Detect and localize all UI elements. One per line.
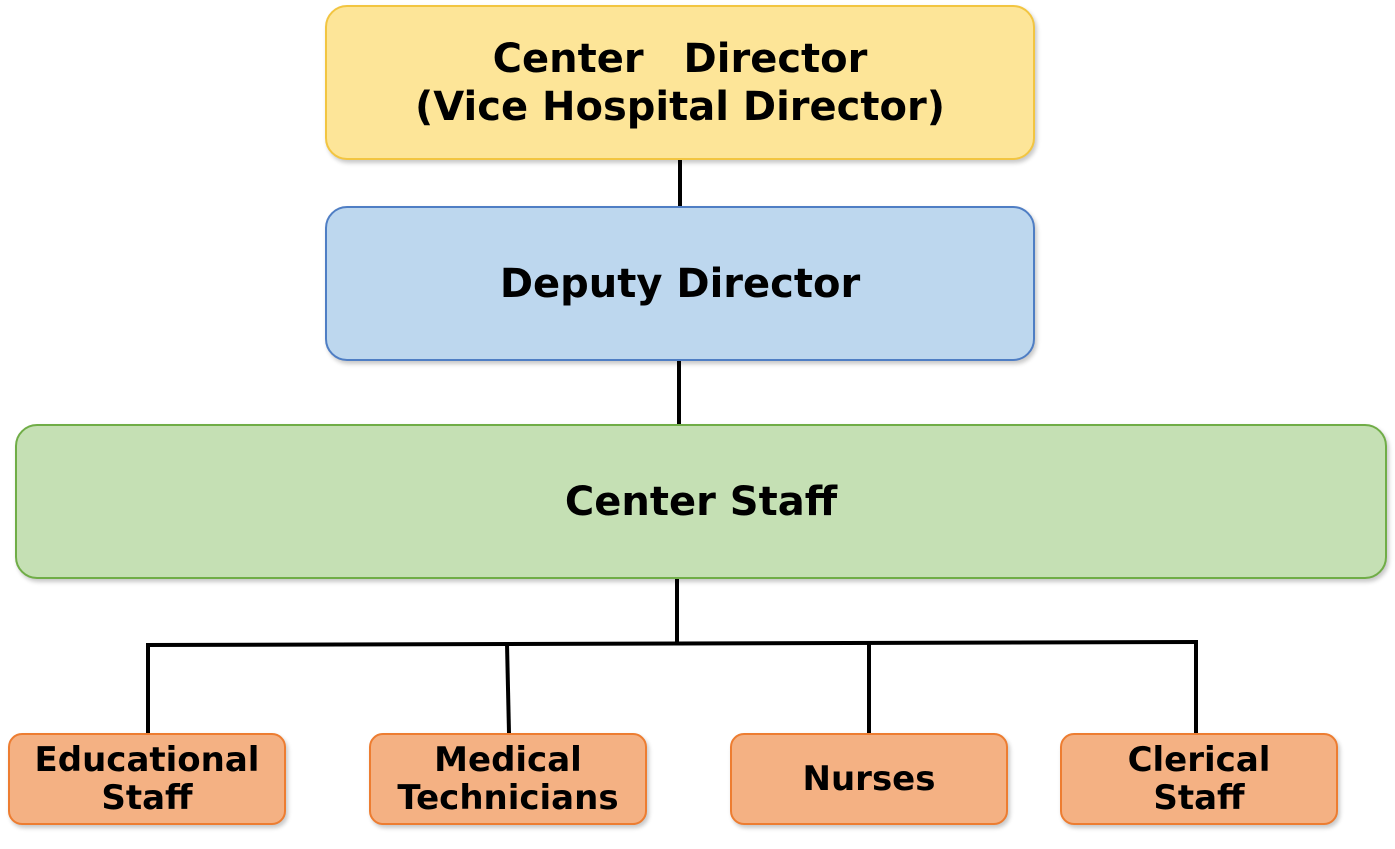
medical-technicians-line1: Medical (434, 740, 582, 780)
educational-staff-box: Educational Staff (8, 733, 286, 825)
center-staff-box: Center Staff (15, 424, 1387, 579)
clerical-staff-line2: Staff (1153, 778, 1245, 818)
center-director-subtitle: (Vice Hospital Director) (415, 83, 945, 130)
deputy-director-box: Deputy Director (325, 206, 1035, 361)
center-staff-label: Center Staff (564, 478, 838, 525)
medical-technicians-line2: Technicians (397, 778, 619, 818)
educational-staff-line2: Staff (101, 778, 193, 818)
nurses-label: Nurses (802, 759, 936, 799)
educational-staff-line1: Educational (34, 740, 260, 780)
nurses-box: Nurses (730, 733, 1008, 825)
clerical-staff-line1: Clerical (1127, 740, 1271, 780)
center-director-box: Center Director (Vice Hospital Director) (325, 5, 1035, 160)
connector-horizontal-bus (145, 640, 1199, 647)
center-director-title: Center Director (492, 35, 868, 82)
clerical-staff-box: Clerical Staff (1060, 733, 1338, 825)
connector-bus-medical (505, 643, 511, 734)
deputy-director-label: Deputy Director (499, 260, 861, 307)
medical-technicians-box: Medical Technicians (369, 733, 647, 825)
